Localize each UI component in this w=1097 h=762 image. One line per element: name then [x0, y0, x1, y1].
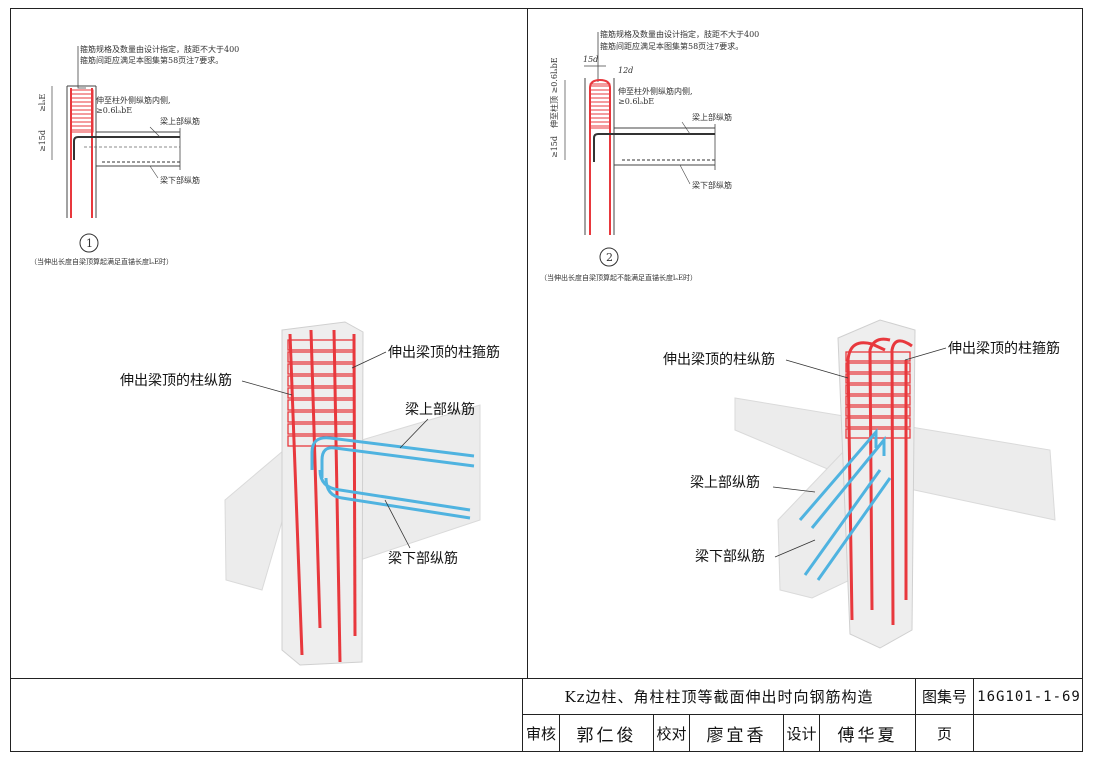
iso1-beam-right	[344, 404, 481, 561]
d1-note-leader	[77, 46, 86, 89]
iso-view-2: 伸出梁顶的柱纵筋 伸出梁顶的柱箍筋 梁上部纵筋 梁下部纵筋	[663, 319, 1060, 649]
iso2-leader-beam-bottom	[774, 539, 816, 558]
iso2-leader-beam-top	[772, 486, 816, 493]
iso2-label-column-bars: 伸出梁顶的柱纵筋	[663, 351, 775, 368]
drawing-title: Kz边柱、角柱柱顶等截面伸出时向钢筋构造	[564, 688, 874, 706]
atlas-label: 图集号	[915, 679, 973, 714]
iso2-leader-stirrups	[904, 347, 947, 361]
title-row: Kz边柱、角柱柱顶等截面伸出时向钢筋构造 图集号 16G101-1-69	[523, 679, 1083, 715]
iso1-leader-column-bars	[241, 380, 293, 396]
d1-dim-lae: ≥lₐE	[38, 94, 47, 112]
check-name: 廖宜香	[689, 715, 783, 752]
d2-inner-text-2: ≥0.6lₐbE	[618, 97, 654, 106]
iso2-beam-bars	[798, 427, 892, 581]
d1-number: 1	[86, 237, 93, 250]
iso1-column	[281, 321, 364, 666]
d2-note-2: 箍筋间距应满足本图集第58页注7要求。	[600, 41, 743, 51]
iso1-beam-bars	[310, 436, 475, 520]
d1-beam-top-leader	[149, 126, 161, 138]
d1-beam-bottom-leader	[149, 165, 159, 179]
d1-stirrups	[70, 89, 94, 133]
iso2-leader-column-bars	[785, 359, 849, 379]
panel-divider	[527, 8, 528, 678]
d2-beam-bottom-label: 梁下部纵筋	[692, 180, 732, 190]
check-label: 校对	[653, 715, 689, 752]
atlas-number: 16G101-1-69	[973, 679, 1084, 714]
iso1-label-beam-bottom: 梁下部纵筋	[388, 550, 458, 567]
iso2-stirrups	[845, 351, 911, 439]
d1-note-2: 箍筋间距应满足本图集第58页注7要求。	[80, 55, 223, 65]
d2-beam-bottom-leader	[679, 164, 691, 185]
design-label: 设计	[783, 715, 819, 752]
d1-dim-15d: ≥15d	[38, 130, 47, 152]
d1-inner-text-1: 伸至柱外侧纵筋内侧,	[96, 95, 171, 105]
d1-caption: （当伸出长度自梁顶算起满足直锚长度lₐE时）	[30, 257, 173, 266]
d1-inner-text-2: ≥0.6lₐbE	[96, 106, 132, 115]
iso1-leader-stirrups	[351, 351, 387, 369]
drawing-frame	[10, 8, 1083, 752]
iso2-label-beam-top: 梁上部纵筋	[690, 474, 760, 491]
d2-number: 2	[606, 251, 613, 264]
review-label: 审核	[525, 725, 556, 743]
page-label: 页	[915, 715, 973, 752]
iso2-label-stirrups: 伸出梁顶的柱箍筋	[948, 340, 1060, 357]
d2-column-bar-hooked	[589, 78, 611, 235]
title-block: Kz边柱、角柱柱顶等截面伸出时向钢筋构造 图集号 16G101-1-69 审核 …	[522, 679, 1083, 752]
d1-beam-top-bar	[73, 136, 180, 160]
d1-note-1: 箍筋规格及数量由设计指定，肢距不大于400	[80, 44, 239, 54]
d2-number-circle	[599, 247, 619, 267]
title-block-divider	[10, 678, 1083, 679]
d2-beam-top-leader	[681, 121, 691, 135]
iso2-column-bars	[846, 337, 913, 626]
detail-1: 箍筋规格及数量由设计指定，肢距不大于400 箍筋间距应满足本图集第58页注7要求…	[30, 44, 239, 266]
d2-note-1: 箍筋规格及数量由设计指定，肢距不大于400	[600, 29, 759, 39]
page-value	[973, 715, 1084, 752]
d2-dim-12d: 12d	[618, 66, 633, 75]
detail-2: 箍筋规格及数量由设计指定，肢距不大于400 箍筋间距应满足本图集第58页注7要求…	[540, 29, 759, 282]
d2-dim-vertical: 伸至柱顶 ≥0.6lₐbE	[549, 57, 559, 128]
d2-beam-top-bar	[593, 133, 715, 162]
d2-dim-15d: ≥15d	[550, 136, 559, 158]
design-name: 傅华夏	[819, 715, 915, 752]
d2-dim-15d-top: 15d	[583, 55, 598, 64]
iso1-leader-beam-top	[399, 418, 429, 449]
iso1-label-column-bars: 伸出梁顶的柱纵筋	[120, 372, 232, 389]
d1-beam-bottom-label: 梁下部纵筋	[160, 175, 200, 185]
d2-beam-top-label: 梁上部纵筋	[692, 112, 732, 122]
iso2-label-beam-bottom: 梁下部纵筋	[695, 548, 765, 565]
iso2-column	[837, 319, 916, 649]
d2-inner-text-1: 伸至柱外侧纵筋内侧,	[618, 86, 693, 96]
iso1-leader-beam-bottom	[384, 499, 411, 549]
d2-caption: （当伸出长度自梁顶算起不能满足直锚长度lₐE时）	[540, 273, 697, 282]
d1-beam-top-label: 梁上部纵筋	[160, 116, 200, 126]
review-name: 郭仁俊	[559, 715, 653, 752]
iso1-label-stirrups: 伸出梁顶的柱箍筋	[388, 344, 500, 361]
signature-row: 审核 郭仁俊 校对 廖宜香 设计 傅华夏 页	[523, 715, 1083, 752]
iso-view-1: 伸出梁顶的柱纵筋 伸出梁顶的柱箍筋 梁上部纵筋 梁下部纵筋	[120, 321, 500, 666]
iso1-label-beam-top: 梁上部纵筋	[405, 401, 475, 418]
d1-number-circle	[79, 233, 99, 253]
iso1-beam-left	[224, 444, 301, 591]
d2-stirrups	[589, 83, 611, 129]
